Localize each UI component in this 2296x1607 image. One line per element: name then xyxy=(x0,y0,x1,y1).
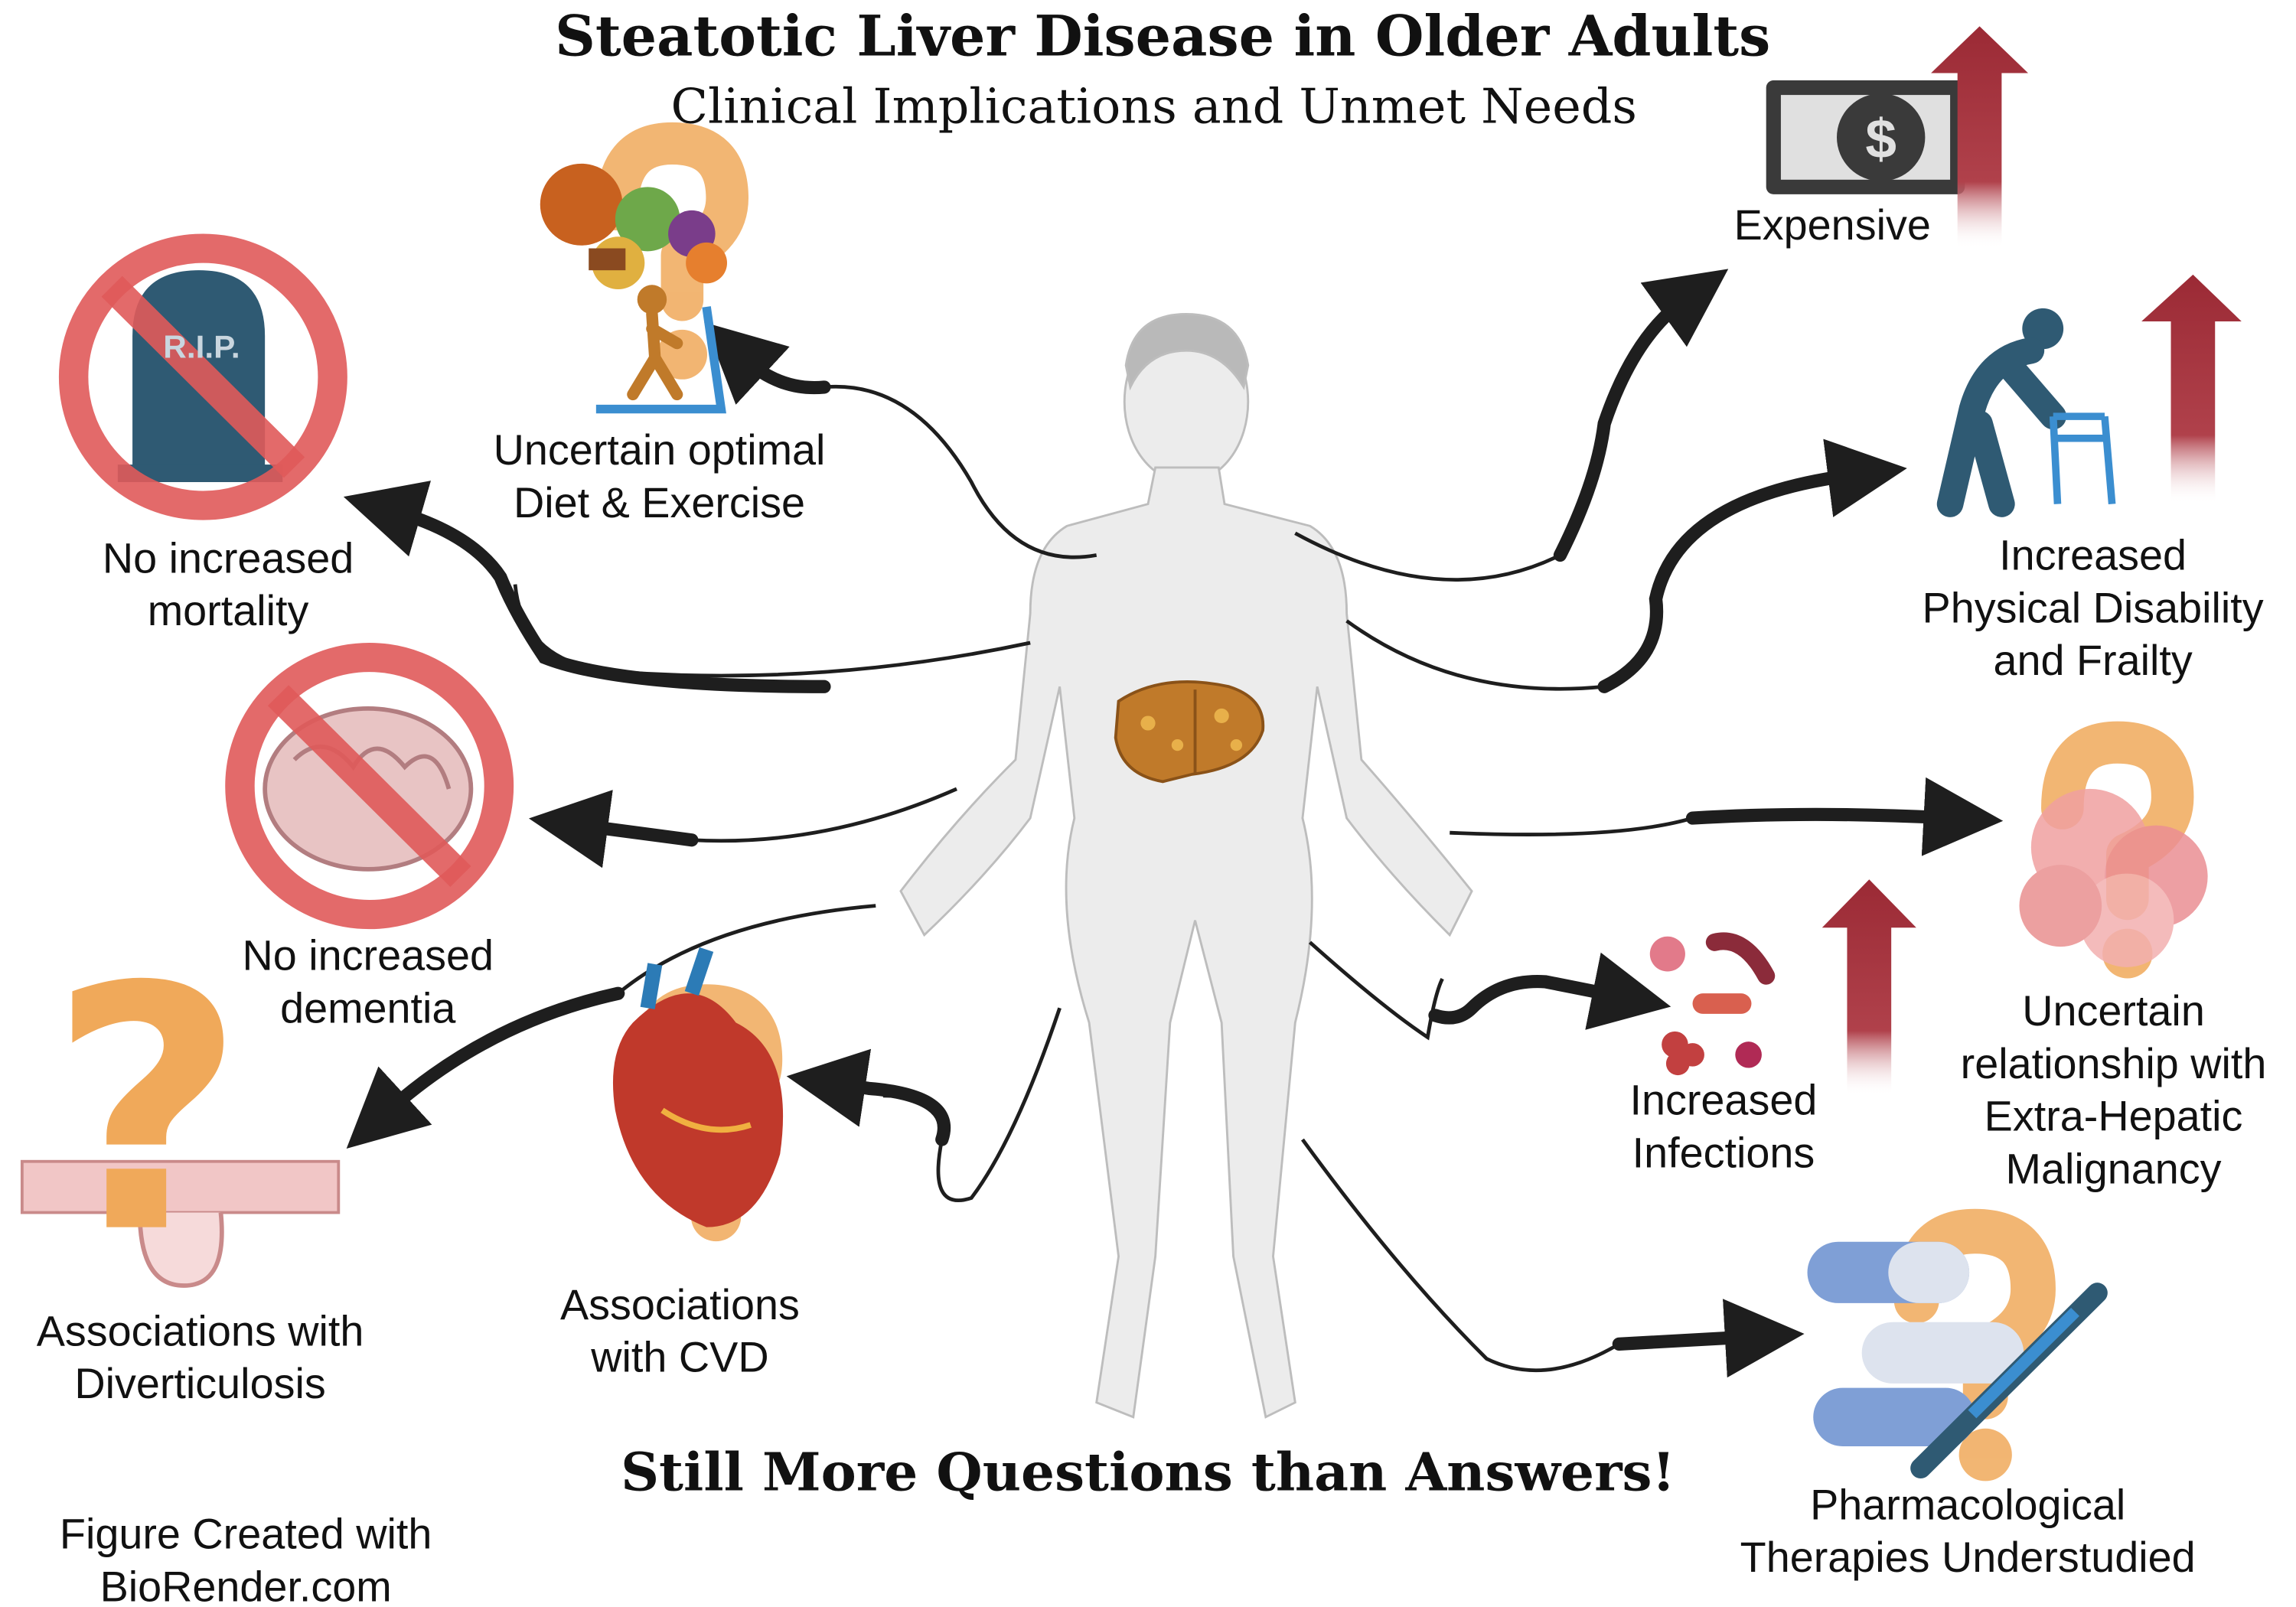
no-dementia-prohibition-icon xyxy=(225,643,514,930)
pathogens-icon xyxy=(1649,932,1776,1076)
tombstone-text: R.I.P. xyxy=(163,329,240,365)
diet-exercise-label: Uncertain optimal xyxy=(494,426,826,474)
expensive-label: Expensive xyxy=(1734,201,1931,249)
frailty-label: Increased xyxy=(1999,532,2187,579)
subtitle: Clinical Implications and Unmet Needs xyxy=(670,78,1636,135)
frailty-label: Physical Disability xyxy=(1923,584,2264,631)
cvd-label: with CVD xyxy=(590,1334,768,1381)
malignancy-label: Malignancy xyxy=(2006,1146,2222,1193)
connector-arrows xyxy=(343,269,2004,1378)
mortality-label: mortality xyxy=(148,587,309,634)
liver-icon xyxy=(1114,680,1265,784)
infections-label: Infections xyxy=(1632,1129,1815,1177)
malignancy-label: relationship with xyxy=(1961,1040,2267,1087)
increase-arrow-icon xyxy=(1931,26,2028,249)
elderly-walker-icon xyxy=(1936,308,2116,517)
infections-label: Increased xyxy=(1630,1077,1818,1124)
frailty-label: and Frailty xyxy=(1993,637,2192,684)
intestine-diverticula-icon xyxy=(20,1159,341,1288)
dollar-bill-icon: $ xyxy=(1766,80,1965,194)
dementia-label: No increased xyxy=(243,932,494,980)
question-mark-icon: ? xyxy=(49,915,246,1306)
diverticulosis-label: Associations with xyxy=(37,1307,364,1354)
credit-text: Figure Created with xyxy=(60,1511,432,1558)
pills-and-syringe-icon xyxy=(1807,1241,2108,1478)
cvd-label: Associations xyxy=(560,1281,800,1328)
no-mortality-prohibition-icon: R.I.P. xyxy=(58,233,347,520)
diverticulosis-label: Diverticulosis xyxy=(74,1360,325,1407)
footer-message: Still More Questions than Answers! xyxy=(621,1442,1675,1504)
mortality-label: No increased xyxy=(103,535,354,582)
food-and-treadmill-icon xyxy=(540,163,727,414)
diet-exercise-label: Diet & Exercise xyxy=(514,479,805,526)
human-body-figure xyxy=(899,313,1473,1419)
malignancy-label: Uncertain xyxy=(2022,987,2205,1035)
credit-text: BioRender.com xyxy=(100,1563,392,1607)
dollar-sign: $ xyxy=(1865,108,1896,170)
pharma-label: Therapies Understudied xyxy=(1740,1534,2196,1581)
heart-icon xyxy=(612,947,784,1227)
tumor-cells-icon xyxy=(2019,788,2208,967)
dementia-label: dementia xyxy=(280,985,455,1032)
title: Steatotic Liver Disease in Older Adults xyxy=(555,5,1770,70)
malignancy-label: Extra-Hepatic xyxy=(1985,1093,2243,1140)
increase-arrow-icon xyxy=(1821,879,1916,1096)
increase-arrow-icon xyxy=(2141,274,2242,504)
pharma-label: Pharmacological xyxy=(1810,1482,2125,1529)
